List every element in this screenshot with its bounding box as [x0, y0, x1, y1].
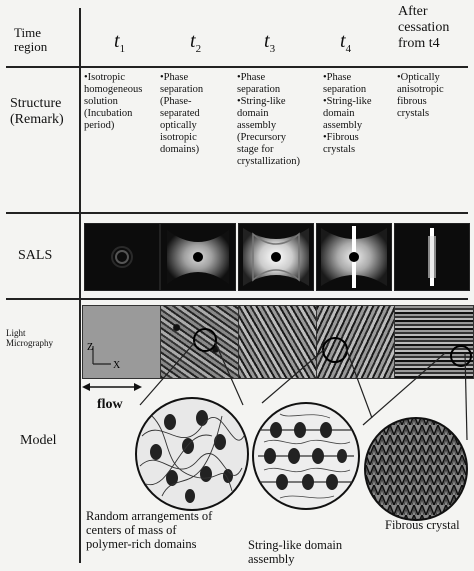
model-random-domains [132, 396, 252, 512]
caption-string-like: String-like domain assembly [248, 538, 342, 566]
model-fibrous-crystal [362, 415, 470, 523]
caption-fibrous-crystal: Fibrous crystal [385, 518, 460, 532]
model-string-like-assembly [250, 400, 362, 512]
caption-random-arrangements: Random arrangements of centers of mass o… [86, 509, 212, 551]
